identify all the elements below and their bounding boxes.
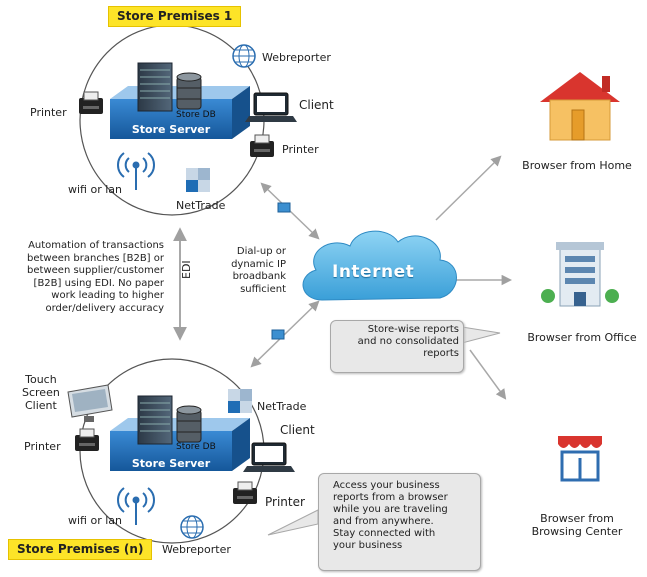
- store-db-label-bottom: Store DB: [176, 442, 216, 452]
- browser-home-label: Browser from Home: [522, 159, 632, 172]
- wifi-icon: [117, 152, 155, 190]
- printer-icon-top-right: [250, 134, 274, 157]
- store-db-label: Store DB: [176, 110, 216, 120]
- webreporter-label-bottom: Webreporter: [162, 543, 231, 556]
- callout-access-tail: [267, 509, 319, 536]
- office-building-icon: [541, 242, 619, 307]
- printer-label-top-right: Printer: [282, 143, 319, 156]
- printer-icon-bottom-right: [233, 481, 257, 504]
- store-server-label: Store Server: [131, 123, 211, 136]
- browser-center-label: Browser from Browsing Center: [531, 512, 623, 538]
- store-server-label-bottom: Store Server: [131, 457, 211, 470]
- edi-description: Automation of transactions between branc…: [26, 240, 164, 314]
- modem-bottom-icon: [271, 329, 285, 340]
- callout-reports: Store-wise reports and no consolidated r…: [330, 320, 464, 373]
- browser-office-label: Browser from Office: [527, 331, 637, 344]
- arrow-center: [469, 349, 507, 400]
- callout-reports-tail: [461, 326, 501, 344]
- premises-bottom-title: Store Premises (n): [8, 539, 153, 560]
- nettrade-puzzle-icon: [186, 168, 210, 192]
- nettrade-label: NetTrade: [176, 199, 226, 212]
- callout-access: Access your business reports from a brow…: [318, 473, 481, 571]
- store-server-bottom: [110, 395, 250, 471]
- link-bottom: [250, 300, 320, 368]
- printer-label-top-left: Printer: [30, 106, 67, 119]
- printer-icon-top-left: [79, 91, 103, 114]
- printer-icon-bottom-left: [75, 428, 99, 451]
- wifi-label-bottom: wifi or lan: [68, 514, 122, 527]
- internet-cloud: [302, 230, 457, 301]
- edi-label: EDI: [180, 260, 193, 279]
- client-label-bottom: Client: [280, 423, 315, 437]
- webreporter-label: Webreporter: [262, 51, 331, 64]
- touch-client-label: Touch Screen Client: [22, 373, 60, 412]
- house-icon: [540, 72, 620, 141]
- printer-label-bottom-right: Printer: [265, 495, 305, 509]
- laptop-icon: [245, 92, 297, 122]
- laptop-icon-bottom: [243, 442, 295, 472]
- webreporter-globe-icon-bottom: [180, 515, 204, 539]
- nettrade-label-bottom: NetTrade: [257, 400, 307, 413]
- client-label: Client: [299, 98, 334, 112]
- nettrade-puzzle-icon-bottom: [228, 389, 252, 413]
- premises-top-title: Store Premises 1: [108, 6, 242, 27]
- internet-label: Internet: [332, 262, 415, 282]
- printer-label-bottom-left: Printer: [24, 440, 61, 453]
- wifi-icon-bottom: [117, 487, 155, 525]
- shop-icon: [558, 436, 602, 482]
- touch-screen-icon: [67, 384, 113, 422]
- connection-note: Dial-up or dynamic IP broadbank sufficie…: [231, 246, 286, 295]
- store-server-top: [110, 62, 250, 139]
- webreporter-globe-icon: [232, 44, 256, 68]
- arrow-home: [435, 155, 502, 221]
- modem-top-icon: [277, 202, 291, 213]
- wifi-label: wifi or lan: [68, 183, 122, 196]
